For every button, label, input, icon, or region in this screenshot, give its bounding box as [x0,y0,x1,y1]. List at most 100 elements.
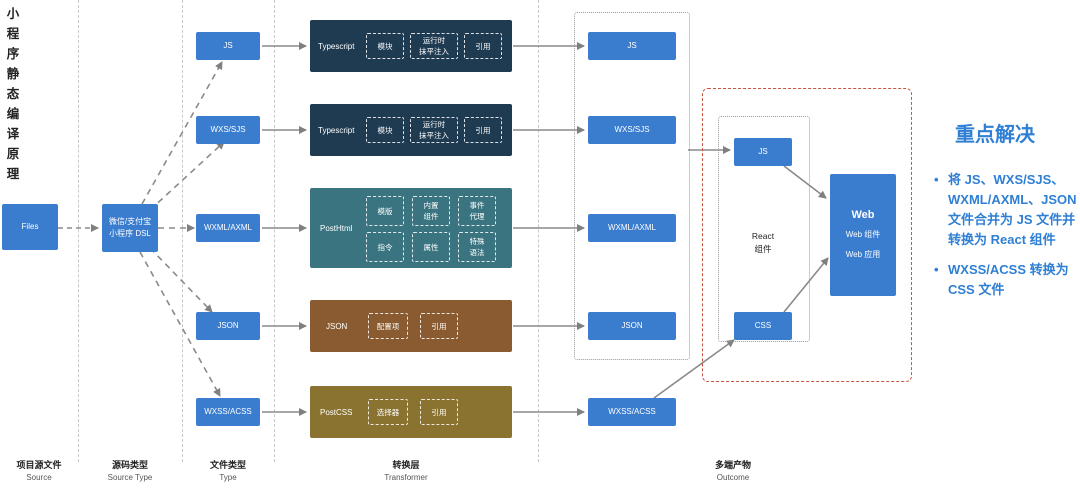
transformer-chip: 选择器 [368,399,408,425]
web-item: Web 组件 [845,230,881,239]
outcome-label: WXML/AXML [607,223,656,232]
transformer-postcss: PostCSS 选择器 引用 [310,386,512,438]
column-divider [78,0,79,462]
transformer-label: PostCSS [320,407,353,417]
arrow-dsl-js [141,61,223,205]
outcome-label: JSON [621,321,643,330]
vertical-title-char: 编 [6,107,20,121]
column-label-zh: 项目源文件 [16,460,62,470]
column-divider [538,0,539,462]
filetype-label: WXS/SJS [210,125,246,134]
dsl-label-line2: 小程序 DSL [109,229,151,238]
transformer-label: PostHtml [320,223,353,233]
dsl-node: 微信/支付宝 小程序 DSL [102,204,158,252]
vertical-title-char: 静 [6,67,20,81]
filetype-js: JS [196,32,260,60]
column-label-en: Outcome [716,473,750,482]
transformer-label: Typescript [318,41,355,51]
focus-highlight-box [702,88,912,382]
column-label-source-type: 源码类型 Source Type [78,458,182,482]
column-label-en: Transformer [384,473,428,482]
outcome-wxml-axml: WXML/AXML [588,214,676,242]
web-title: Web [851,209,875,221]
transformer-chip: 引用 [464,33,502,59]
filetype-label: WXSS/ACSS [204,407,252,416]
filetype-label: WXML/AXML [203,223,252,232]
transformer-json: JSON 配置项 引用 [310,300,512,352]
transformer-label: Typescript [318,125,355,135]
arrow-react-js-web [783,165,827,199]
react-label-line1: React [751,231,775,241]
vertical-title-char: 理 [6,167,20,181]
filetype-label: JSON [217,321,239,330]
vertical-title: 小 程 序 静 态 编 译 原 理 [6,4,20,184]
outcome-group-box [574,12,690,360]
react-label-line2: 组件 [754,244,772,254]
column-label-zh: 文件类型 [209,460,246,470]
transformer-chip: 引用 [420,313,458,339]
files-node: Files [2,204,58,250]
filetype-wxs-sjs: WXS/SJS [196,116,260,144]
vertical-title-char: 小 [6,7,20,21]
web-node: Web Web 组件 Web 应用 [830,174,896,296]
web-item: Web 应用 [845,250,881,259]
outcome-json: JSON [588,312,676,340]
react-component-label: React 组件 [734,230,792,256]
arrow-wxss-react-css [653,339,735,399]
transformer-chip: 模块 [366,117,404,143]
transformer-posthtml: PostHtml 模版 内置 组件 事件 代理 指令 属性 特殊 语法 [310,188,512,268]
transformer-typescript-wxs: Typescript 模块 运行时 抹平注入 引用 [310,104,512,156]
outcome-label: WXSS/ACSS [608,407,656,416]
column-label-en: Type [219,473,237,482]
vertical-title-char: 原 [6,147,20,161]
dsl-label-line1: 微信/支付宝 [108,217,152,226]
outcome-label: WXS/SJS [614,125,650,134]
outcome-wxss-acss: WXSS/ACSS [588,398,676,426]
focus-item-text: 将 JS、WXS/SJS、WXML/AXML、JSON 文件合并为 JS 文件并… [948,172,1077,247]
arrow-react-css-web [783,257,829,313]
focus-item-text: WXSS/ACSS 转换为 CSS 文件 [948,262,1069,297]
outcome-label: JS [627,41,637,50]
column-label-zh: 多端产物 [714,460,751,470]
filetype-wxml-axml: WXML/AXML [196,214,260,242]
column-label-outcome: 多端产物 Outcome [538,458,928,482]
bullet-icon: • [934,262,939,277]
transformer-chip: 内置 组件 [412,196,450,226]
vertical-title-char: 程 [6,27,20,41]
transformer-chip: 配置项 [368,313,408,339]
vertical-title-char: 态 [6,87,20,101]
transformer-chip: 特殊 语法 [458,232,496,262]
react-js-label: JS [758,147,768,156]
filetype-wxss-acss: WXSS/ACSS [196,398,260,426]
column-label-source: 项目源文件 Source [0,458,78,482]
column-label-type: 文件类型 Type [182,458,274,482]
transformer-label: JSON [326,321,348,331]
focus-list: • 将 JS、WXS/SJS、WXML/AXML、JSON 文件合并为 JS 文… [932,170,1078,310]
vertical-title-char: 译 [6,127,20,141]
column-label-en: Source [26,473,52,482]
focus-title: 重点解决 [955,124,1035,146]
react-group-box [718,116,810,342]
bullet-icon: • [934,172,939,187]
vertical-title-char: 序 [6,47,20,61]
files-label: Files [21,222,39,231]
transformer-chip: 引用 [464,117,502,143]
react-css-node: CSS [734,312,792,340]
outcome-wxs-sjs: WXS/SJS [588,116,676,144]
transformer-chip: 运行时 抹平注入 [410,117,458,143]
column-label-transformer: 转换层 Transformer [274,458,538,482]
arrow-dsl-wxs [149,141,225,211]
arrow-dsl-wxss [139,251,221,397]
outcome-js: JS [588,32,676,60]
arrow-dsl-json [149,247,213,313]
focus-item: • 将 JS、WXS/SJS、WXML/AXML、JSON 文件合并为 JS 文… [932,170,1078,250]
transformer-chip: 模版 [366,196,404,226]
transformer-chip: 指令 [366,232,404,262]
column-label-en: Source Type [107,473,153,482]
transformer-chip: 运行时 抹平注入 [410,33,458,59]
transformer-chip: 引用 [420,399,458,425]
transformer-typescript-js: Typescript 模块 运行时 抹平注入 引用 [310,20,512,72]
column-divider [274,0,275,462]
react-css-label: CSS [754,321,772,330]
